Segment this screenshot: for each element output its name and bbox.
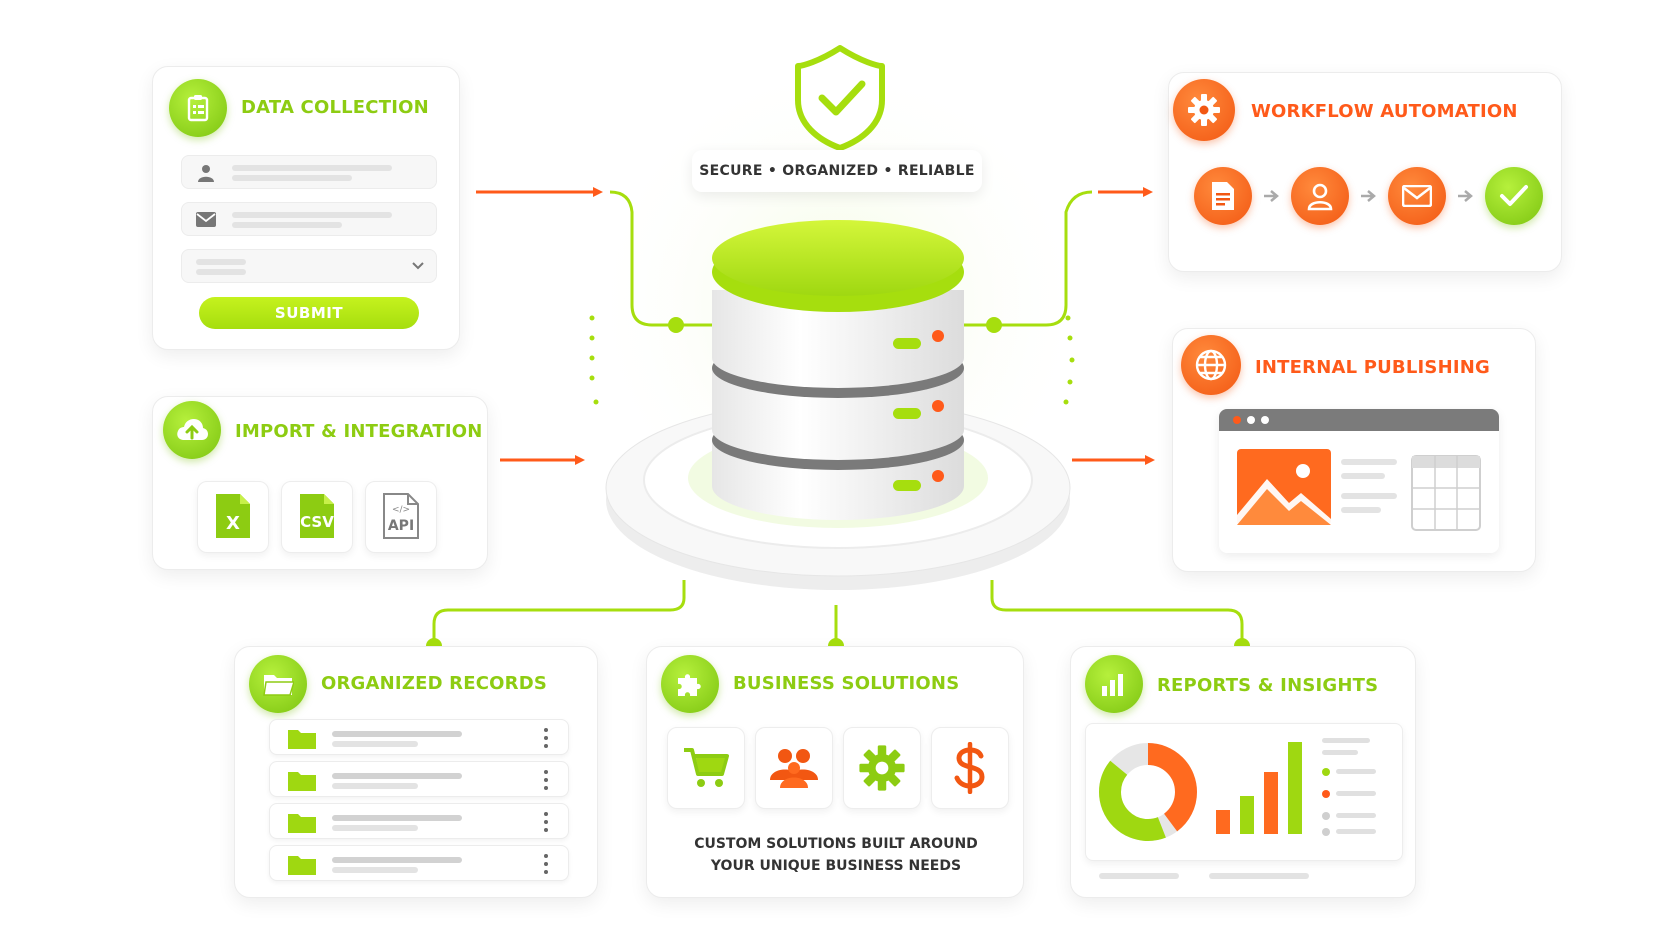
team-icon: [770, 749, 818, 788]
chevron-down-icon: [412, 262, 424, 270]
record-row[interactable]: [269, 845, 569, 881]
donut-chart-icon: [1099, 743, 1197, 841]
record-row[interactable]: [269, 719, 569, 755]
caption-line-2: YOUR UNIQUE BUSINESS NEEDS: [710, 858, 962, 874]
submit-button[interactable]: SUBMIT: [199, 297, 419, 329]
check-icon: [1485, 167, 1543, 225]
card-title: WORKFLOW AUTOMATION: [1251, 101, 1518, 122]
clipboard-icon: [169, 79, 227, 137]
image-icon: [1237, 449, 1331, 525]
globe-icon: [1181, 335, 1241, 395]
connector-left-top: [609, 190, 720, 327]
mail-icon: [196, 212, 216, 227]
team-tile[interactable]: [755, 727, 833, 809]
data-collection-card: DATA COLLECTION SUBMIT: [152, 66, 460, 350]
email-field[interactable]: [181, 202, 437, 236]
user-icon: [1291, 167, 1349, 225]
csv-file-icon: CSV: [300, 494, 334, 538]
card-title: DATA COLLECTION: [241, 97, 429, 118]
gear-icon: [859, 745, 905, 791]
table-icon: [1411, 455, 1481, 531]
name-field[interactable]: [181, 155, 437, 189]
card-title: INTERNAL PUBLISHING: [1255, 357, 1490, 378]
connector-right-top: [960, 190, 1093, 327]
card-title: ORGANIZED RECORDS: [321, 673, 548, 694]
svg-text:</>: </>: [392, 505, 410, 515]
step-arrow-icon: [1458, 190, 1473, 202]
gear-icon: [1173, 79, 1235, 141]
bar-chart-graphic: [1216, 742, 1302, 834]
card-title: BUSINESS SOLUTIONS: [733, 673, 960, 694]
browser-window: [1219, 409, 1499, 553]
user-icon: [198, 165, 214, 182]
connector-node: [668, 317, 684, 333]
dollar-icon: [954, 742, 985, 794]
dotted-accent-right: [1063, 315, 1075, 405]
puzzle-icon: [661, 655, 719, 713]
record-row[interactable]: [269, 803, 569, 839]
file-label: CSV: [300, 513, 334, 531]
caption-line-1: CUSTOM SOLUTIONS BUILT AROUND: [694, 836, 978, 852]
folder-icon: [288, 772, 316, 791]
more-options-icon[interactable]: [544, 812, 548, 836]
dollar-tile[interactable]: [931, 727, 1009, 809]
folder-icon: [288, 814, 316, 833]
organized-records-card: ORGANIZED RECORDS: [234, 646, 598, 898]
business-solutions-card: BUSINESS SOLUTIONS CUSTOM SOLUTIONS BUIL…: [646, 646, 1024, 898]
cart-icon: [684, 748, 729, 787]
browser-toolbar: [1219, 409, 1499, 431]
document-icon: [1194, 167, 1252, 225]
card-title: IMPORT & INTEGRATION: [235, 421, 483, 442]
record-row[interactable]: [269, 761, 569, 797]
folder-icon: [288, 730, 316, 749]
dotted-accent-left: [589, 315, 599, 405]
reports-insights-card: REPORTS & INSIGHTS: [1070, 646, 1416, 898]
cloud-upload-icon: [163, 401, 221, 459]
connector-node: [986, 317, 1002, 333]
api-file-tile[interactable]: </> API: [365, 481, 437, 553]
step-arrow-icon: [1264, 190, 1279, 202]
workflow-automation-card: WORKFLOW AUTOMATION: [1168, 72, 1562, 272]
category-select[interactable]: [181, 249, 437, 283]
internal-publishing-card: INTERNAL PUBLISHING: [1172, 328, 1536, 572]
card-title: REPORTS & INSIGHTS: [1157, 675, 1379, 696]
connector-reports: [990, 580, 1244, 646]
gear-tile[interactable]: [843, 727, 921, 809]
cart-tile[interactable]: [667, 727, 745, 809]
legend-graphic: [1322, 738, 1376, 836]
file-label: API: [388, 518, 414, 534]
file-label: X: [226, 513, 240, 534]
folder-icon: [249, 655, 307, 713]
api-file-icon: </> API: [383, 493, 419, 539]
shield-check-icon: [795, 45, 885, 151]
folder-icon: [288, 856, 316, 875]
more-options-icon[interactable]: [544, 728, 548, 752]
more-options-icon[interactable]: [544, 770, 548, 794]
import-integration-card: IMPORT & INTEGRATION X CSV </> API: [152, 396, 488, 570]
step-arrow-icon: [1361, 190, 1376, 202]
bar-chart-icon: [1085, 655, 1143, 713]
connector-records: [432, 580, 686, 646]
excel-file-icon: X: [216, 494, 250, 538]
mail-icon: [1388, 167, 1446, 225]
excel-file-tile[interactable]: X: [197, 481, 269, 553]
dashboard-panel: [1085, 723, 1403, 861]
csv-file-tile[interactable]: CSV: [281, 481, 353, 553]
more-options-icon[interactable]: [544, 854, 548, 878]
database-icon: [712, 220, 964, 520]
tagline-label: SECURE • ORGANIZED • RELIABLE: [692, 150, 982, 192]
